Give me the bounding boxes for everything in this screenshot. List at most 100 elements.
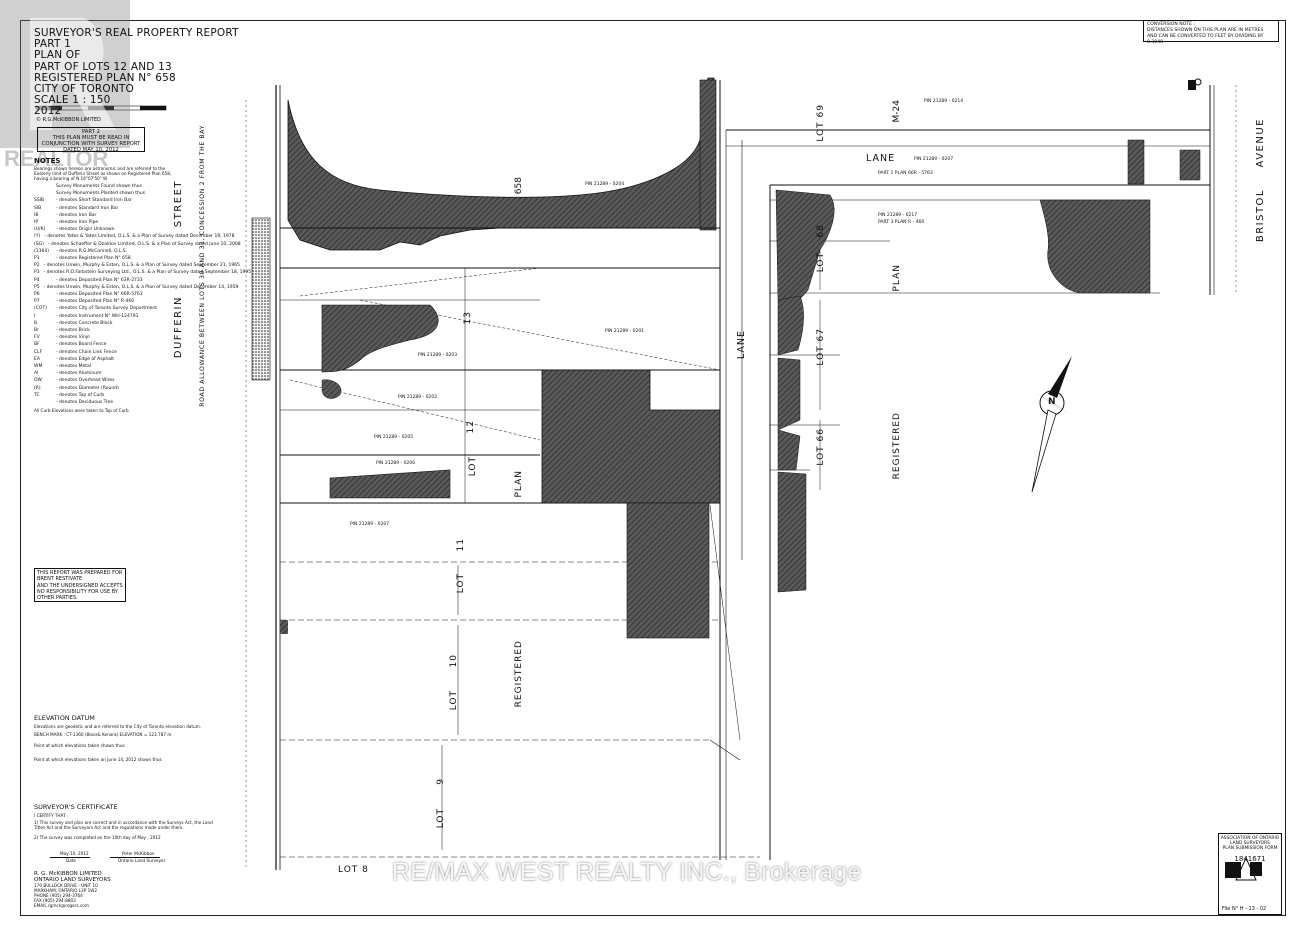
- part2-line: THIS PLAN MUST BE READ IN: [52, 135, 130, 141]
- registered-label-bottom: REGISTERED: [514, 640, 524, 708]
- note-text: - denotes Standard Iron Bar: [56, 205, 119, 211]
- pin-label: PIN 21289 - 0202: [398, 395, 438, 400]
- note-row: IP- denotes Iron Pipe: [34, 219, 184, 226]
- note-row: Survey Monuments Planted shown thus: [34, 190, 184, 197]
- lot-69-label: LOT 69: [816, 104, 826, 142]
- note-symbol: OW: [34, 378, 42, 384]
- notes-footer: All Curb Elevations were taken to Top of…: [34, 408, 129, 414]
- note-row: (R)- denotes Diameter (Round): [34, 385, 184, 392]
- registered-label-right: REGISTERED: [892, 412, 902, 480]
- note-text: - denotes Deposited Plan N° 63R-2733: [56, 277, 143, 283]
- note-row: TC- denotes Top of Curb: [34, 392, 184, 399]
- part2-line: PART 2: [81, 129, 101, 135]
- note-row: I- denotes Instrument N° WH-124791: [34, 313, 184, 320]
- lot-67-label: LOT 67: [816, 328, 826, 366]
- firm-copyright: © R.G.McKIBBON LIMITED: [36, 117, 101, 123]
- note-symbol: IP: [34, 220, 39, 226]
- note-symbol: CLF: [34, 349, 43, 355]
- note-symbol: SSIB: [34, 198, 45, 204]
- notes-intro: Bearings shown hereon are astronomic and…: [34, 166, 172, 181]
- realtor-logo: REALTOR: [0, 0, 130, 172]
- road-allowance-label: ROAD ALLOWANCE BETWEEN LOTS 30 AND 31, C…: [199, 125, 206, 407]
- note-symbol: TC: [34, 392, 40, 398]
- pin-label: PIN 21289 - 0214: [924, 99, 964, 104]
- title-line: REGISTERED PLAN N° 658: [34, 71, 176, 84]
- note-row: CLF - denotes Chain Link Fence: [34, 349, 184, 356]
- ontario-line: PLAN SUBMISSION FORM: [1222, 846, 1278, 851]
- garage-hatched: [541, 369, 721, 504]
- firm-block: R. G. McKIBBON LIMITED ONTARIO LAND SURV…: [34, 871, 111, 908]
- note-symbol: [34, 399, 52, 406]
- note-text: - denotes Deciduous Tree: [56, 400, 114, 406]
- note-row: P5- denotes Unwin, Murphy & Esten, O.L.S…: [34, 284, 238, 291]
- firm-line: FAX (905) 294-8803: [34, 898, 76, 904]
- notes-heading: NOTES: [34, 157, 61, 165]
- note-text: - denotes Board Fence: [56, 342, 107, 348]
- note-symbol: (1364): [34, 248, 49, 254]
- note-symbol: (COT): [34, 306, 47, 312]
- elevation-point2: Point at which elevations taken on June …: [34, 757, 162, 762]
- note-text: - denotes Deposited Plan N° 66R-5763: [56, 292, 143, 298]
- note-text: - denotes Short Standard Iron Bar: [56, 198, 132, 204]
- note-symbol: P2: [34, 263, 40, 269]
- note-row: P3- denotes R.O.Farbstein Surveying Ltd.…: [34, 269, 251, 276]
- part-label: PART 3 PLAN R - 460: [878, 220, 925, 225]
- street-label-dufferin: DUFFERIN: [173, 296, 184, 359]
- note-text: - denotes Metal: [56, 364, 92, 370]
- note-text: - denotes Yates & Yates Limited, O.L.S. …: [44, 234, 235, 240]
- note-text: - denotes Concrete Block: [56, 320, 113, 326]
- ontario-association-box: ASSOCIATION OF ONTARIO LAND SURVEYORS PL…: [1218, 833, 1282, 915]
- disclaimer-line: NO RESPONSIBILITY FOR USE BY: [37, 588, 118, 595]
- lot-8-label: LOT: [436, 808, 446, 829]
- note-symbol: (Y): [34, 234, 41, 240]
- note-symbol: (SG): [34, 241, 44, 247]
- note-text: Survey Monuments Found shown thus: [56, 184, 142, 189]
- note-row: (U/K)- denotes Origin Unknown: [34, 226, 184, 233]
- note-symbol: SIB: [34, 205, 42, 211]
- note-row: (1364) - denotes R.G.McConnell, O.L.S.: [34, 248, 184, 255]
- note-row: Survey Monuments Found shown thus: [34, 183, 184, 190]
- note-row: BF- denotes Board Fence: [34, 341, 184, 348]
- note-row: WM - denotes Metal: [34, 363, 184, 370]
- note-text: - denotes Vinyl: [56, 335, 90, 341]
- firm-line: ONTARIO LAND SURVEYORS: [34, 876, 111, 883]
- lot-11-number: 11: [456, 538, 466, 552]
- lane-label-mid: LANE: [736, 330, 747, 360]
- plan-658-label: 658: [514, 177, 524, 195]
- firm-line: MARKHAM, ONTARIO L3P 1W2: [34, 888, 98, 894]
- title-line: PLAN OF: [34, 49, 81, 62]
- north-label: N: [1048, 397, 1056, 407]
- note-symbol: WM: [34, 364, 43, 370]
- pin-label: PIN 21289 - 0204: [585, 182, 625, 187]
- elevation-point1: Point at which elevations taken shown th…: [34, 743, 125, 748]
- elevation-heading: ELEVATION DATUM: [34, 714, 95, 722]
- note-row: P6- denotes Deposited Plan N° 66R-5763: [34, 291, 184, 298]
- pin-label: PIN 21289 - 0207: [914, 157, 954, 162]
- note-text: - denotes R.O.Farbstein Surveying Ltd., …: [43, 270, 252, 276]
- pin-label: PIN 21289 - 0207: [350, 522, 390, 527]
- ontario-line: ASSOCIATION OF ONTARIO: [1220, 836, 1280, 841]
- note-text: - denotes Aluminum: [56, 371, 102, 377]
- part2-box: PART 2 THIS PLAN MUST BE READ IN CONJUNC…: [37, 127, 145, 153]
- lot-9-label: LOT: [449, 690, 459, 711]
- disclaimer-line: BRENT RESTIVATE: [37, 576, 83, 583]
- title-line: PART OF LOTS 12 AND 13: [34, 60, 172, 73]
- note-text: - denotes Chain Link Fence: [56, 349, 117, 355]
- pin-label: PIN 21289 - 0206: [376, 461, 416, 466]
- lane-label-top: LANE: [866, 153, 896, 164]
- note-text: - denotes Overhead Wires: [56, 378, 115, 384]
- file-number: File N° H - 13 - 02: [1222, 906, 1267, 912]
- lot-8-bottom-label: LOT 8: [338, 865, 369, 875]
- certificate-heading: SURVEYOR'S CERTIFICATE: [34, 803, 118, 811]
- certificate-signer: Peter McKibbon: [122, 851, 155, 856]
- note-text: - denotes Schaeffer & Dzaldov Limited, O…: [47, 241, 241, 247]
- conversion-note: CONVERSION NOTE : DISTANCES SHOWN ON THI…: [1143, 20, 1279, 45]
- note-row: Al- denotes Aluminum: [34, 370, 184, 377]
- realtor-logo-mark: [0, 0, 130, 148]
- sidewalk-strip: [251, 217, 271, 381]
- note-text: - denotes R.G.McConnell, O.L.S.: [56, 248, 128, 254]
- note-symbol: [34, 190, 52, 197]
- pin-label: PIN 21289 - 0201: [605, 329, 645, 334]
- certificate-item2: 2) The survey was completed on the 10th …: [34, 835, 161, 840]
